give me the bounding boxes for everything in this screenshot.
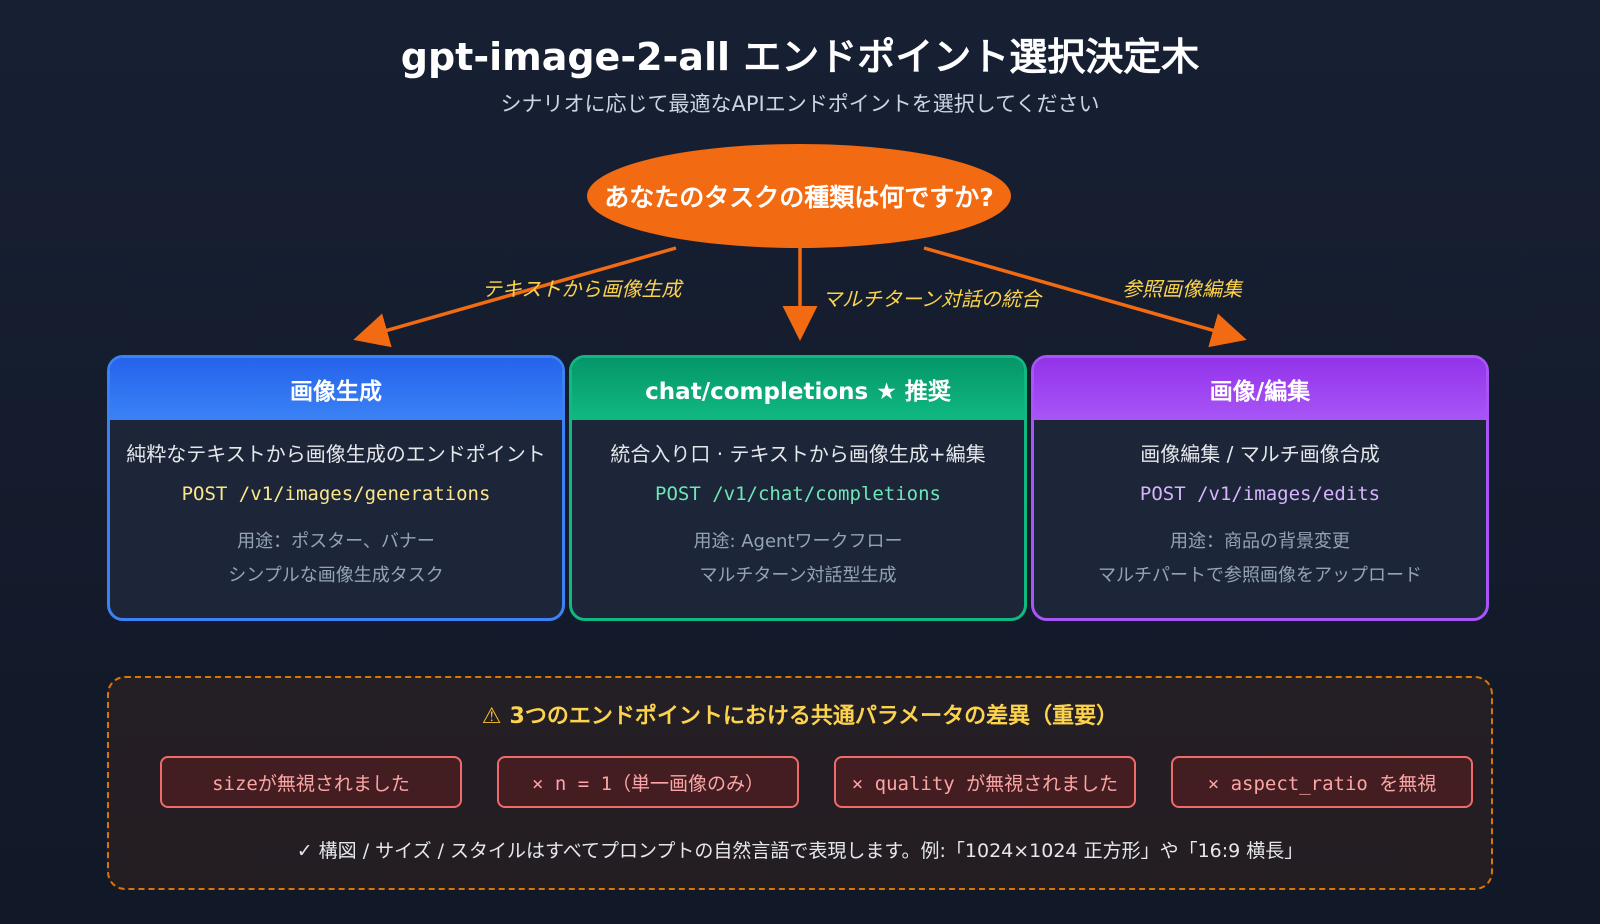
diagram-title: gpt-image-2-all エンドポイント選択決定木 [400,35,1200,79]
arrow-to-image-generation [353,246,677,348]
card-header: 画像/編集 [1034,358,1486,420]
card-image-generation: 画像生成 純粋なテキストから画像生成のエンドポイント POST /v1/imag… [107,355,565,621]
card-use-line: マルチターン対話型生成 [699,565,897,586]
edge-label-text-to-image: テキストから画像生成 [482,277,682,301]
card-endpoint: POST /v1/chat/completions [655,483,941,505]
card-use-line: 用途：商品の背景変更 [1170,531,1350,552]
arrow-to-image-edits [923,246,1247,348]
card-use-line: 用途: Agentワークフロー [693,531,903,552]
param-chip-size: sizeが無視されました [160,756,462,808]
card-header: 画像生成 [110,358,562,420]
card-description: 統合入り口 · テキストから画像生成+編集 [610,442,986,466]
card-header: chat/completions ★ 推奨 [572,358,1024,420]
edge-label-reference-edit: 参照画像編集 [1122,277,1242,301]
prompt-guidance-note: ✓ 構図 / サイズ / スタイルはすべてプロンプトの自然言語で表現します。例:… [296,840,1304,862]
param-chip-aspect-ratio: × aspect_ratio を無視 [1171,756,1473,808]
card-use-line: シンプルな画像生成タスク [228,565,444,586]
warning-icon: ⚠ [481,704,502,729]
diagram-subtitle: シナリオに応じて最適なAPIエンドポイントを選択してください [500,92,1100,116]
card-endpoint: POST /v1/images/edits [1139,483,1381,505]
decision-question-node: あなたのタスクの種類は何ですか? [587,144,1011,248]
card-endpoint: POST /v1/images/generations [181,483,491,505]
param-chip-quality: × quality が無視されました [834,756,1136,808]
card-use-line: 用途：ポスター、バナー [237,531,435,552]
card-use-line: マルチパートで参照画像をアップロード [1098,565,1422,586]
card-chat-completions: chat/completions ★ 推奨 統合入り口 · テキストから画像生成… [569,355,1027,621]
card-description: 純粋なテキストから画像生成のエンドポイント [126,442,546,466]
parameter-differences-panel: ⚠ 3つのエンドポイントにおける共通パラメータの差異（重要） sizeが無視されま… [107,676,1493,890]
card-description: 画像編集 / マルチ画像合成 [1140,442,1380,466]
parameter-differences-title: ⚠ 3つのエンドポイントにおける共通パラメータの差異（重要） [109,698,1491,730]
param-chip-n: × n = 1（単一画像のみ） [497,756,799,808]
card-image-edits: 画像/編集 画像編集 / マルチ画像合成 POST /v1/images/edi… [1031,355,1489,621]
edge-label-multiturn: マルチターン対話の統合 [822,287,1041,311]
warning-title-text: 3つのエンドポイントにおける共通パラメータの差異（重要） [509,704,1119,729]
